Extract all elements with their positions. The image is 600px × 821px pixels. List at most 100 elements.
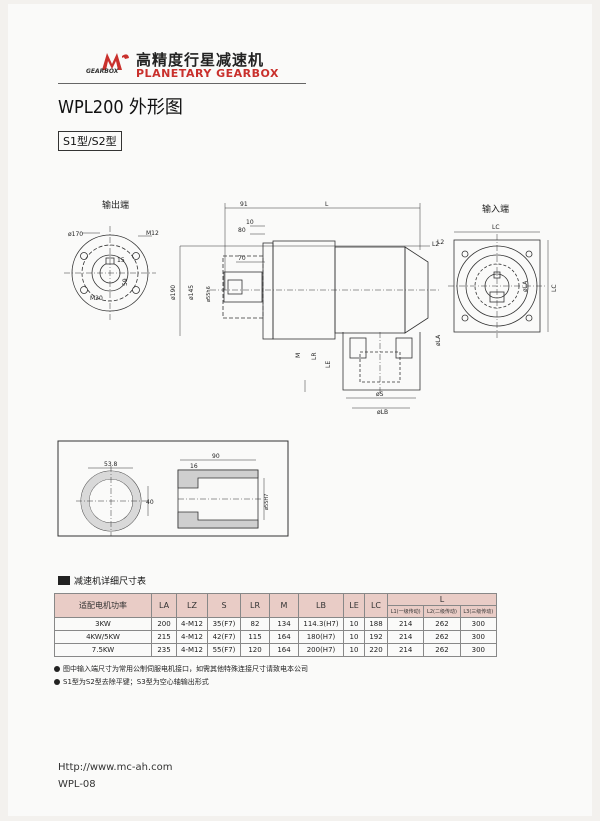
cell-LA: 215 [151,630,177,644]
dim-side-d145: ø145 [188,285,195,300]
header-LB: LB [298,593,344,618]
dim-detail-d55H7: ø55H7 [264,494,270,510]
cell-L1: 214 [386,643,425,657]
cell-LR: 120 [240,643,270,657]
brand-name-cn: 高精度行星减速机 [136,51,265,69]
header-LE: LE [343,593,365,618]
cell-L2: 262 [423,630,461,644]
heading-marker [58,576,70,585]
dim-side-d55h6: ø55h6 [206,286,212,302]
cell-LE: 10 [343,630,365,644]
header-L: L [387,593,497,606]
header-motor-power: 适配电机功率 [54,593,152,618]
cell-L2: 262 [423,643,461,657]
cell-LE: 10 [343,617,365,631]
dim-front-m12: M12 [146,230,159,237]
side-view [179,203,440,409]
dim-side-dLA: øLA [435,334,442,346]
spec-heading-text: 减速机详细尺寸表 [74,577,147,587]
cell-M: 164 [269,643,299,657]
note-1-text: 图中输入端尺寸为常用公制伺服电机接口，如需其他特殊连接尺寸请致电本公司 [63,665,308,673]
dim-detail-40: 40 [146,499,154,506]
dim-side-91: 91 [240,201,248,208]
cell-LB: 114.3(H7) [298,617,344,631]
dim-front-15: 15 [117,257,125,264]
cell-LB: 200(H7) [298,643,344,657]
page-title: WPL200 外形图 [58,97,183,118]
dim-side-d190: ø190 [170,285,177,300]
dim-side-80: 80 [238,227,246,234]
spec-table: 适配电机功率 LA LZ S LR M LB LE LC L L1(一级传动) … [54,593,498,657]
header-LC: LC [364,593,388,618]
header-LR: LR [240,593,270,618]
header-L1: L1(一级传动) [386,605,425,618]
output-end-view [64,226,156,320]
cell-LA: 235 [151,643,177,657]
dim-side-dS: øS [376,391,384,398]
input-end-view [448,231,549,338]
cell-power: 4KW/5KW [54,630,152,644]
dim-front-59: 59 [122,278,129,286]
cell-LE: 10 [343,643,365,657]
dim-front-dia: ø170 [68,231,83,238]
footer-url: Http://www.mc-ah.com [58,762,173,773]
cell-LZ: 4-M12 [176,617,208,631]
dim-input-L2: L2 [437,239,444,246]
dim-input-LC-side: LC [551,284,558,292]
output-end-label: 输出端 [102,199,129,211]
dim-side-L: L [325,201,329,208]
model-subtitle: S1型/S2型 [58,131,122,151]
header-L3: L3(三级传动) [459,605,498,618]
cell-LZ: 4-M12 [176,630,208,644]
cell-LC: 188 [364,617,388,631]
cell-LB: 180(H7) [298,630,344,644]
cell-L1: 214 [386,630,425,644]
dim-detail-90: 90 [212,453,220,460]
dim-side-dLB: øLB [377,409,388,416]
cell-L3: 300 [459,617,498,631]
brand-name-en: PLANETARY GEARBOX [136,67,279,80]
brand-sub: GEARBOX [86,68,119,75]
cell-LC: 220 [364,643,388,657]
header-L2: L2(二级传动) [423,605,461,618]
detail-section [57,440,289,537]
cell-S: 55(F7) [207,643,241,657]
table-row: 7.5KW 235 4-M12 55(F7) 120 164 200(H7) 1… [54,643,498,657]
spec-heading: 减速机详细尺寸表 [58,574,146,587]
cell-LR: 115 [240,630,270,644]
cell-LC: 192 [364,630,388,644]
input-end-label: 输入端 [482,203,509,215]
dim-input-LC-top: LC [492,224,500,231]
header-LA: LA [151,593,177,618]
footer-code: WPL-08 [58,779,96,790]
bullet-icon [54,679,60,685]
cell-LR: 82 [240,617,270,631]
dim-side-LR: LR [311,352,318,360]
cell-M: 134 [269,617,299,631]
cell-L3: 300 [459,630,498,644]
cell-L2: 262 [423,617,461,631]
table-row: 4KW/5KW 215 4-M12 42(F7) 115 164 180(H7)… [54,630,498,644]
cell-S: 42(F7) [207,630,241,644]
cell-L3: 300 [459,643,498,657]
cell-L1: 214 [386,617,425,631]
cell-S: 35(F7) [207,617,241,631]
cell-LA: 200 [151,617,177,631]
dim-side-M: M [295,353,302,358]
header-rule [58,83,306,84]
dim-side-10: 10 [246,219,254,226]
dim-side-L2: L2 [432,241,439,248]
table-row: 3KW 200 4-M12 35(F7) 82 134 114.3(H7) 10… [54,617,498,631]
page [8,4,592,816]
dim-side-LE: LE [325,361,332,368]
dim-detail-16: 16 [190,463,198,470]
header-LZ: LZ [176,593,208,618]
dim-front-m20: M20 [90,295,103,302]
header-M: M [269,593,299,618]
note-2: S1型为S2型去除平键；S3型为空心轴输出形式 [54,677,209,687]
note-2-text: S1型为S2型去除平键；S3型为空心轴输出形式 [63,678,209,686]
header-S: S [207,593,241,618]
cell-M: 164 [269,630,299,644]
bullet-icon [54,666,60,672]
